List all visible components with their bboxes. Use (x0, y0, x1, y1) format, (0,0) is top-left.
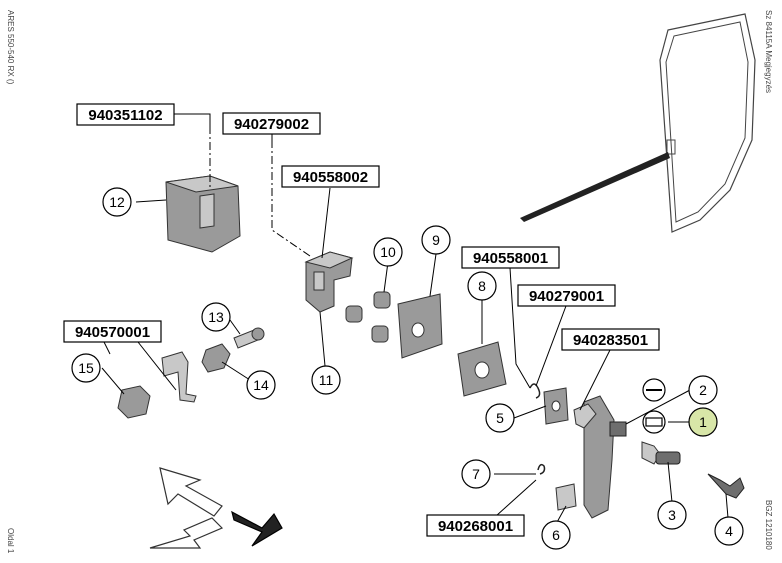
part-6-clip (537, 463, 577, 511)
part-14-nut (201, 343, 231, 373)
callout-label: 8 (478, 278, 486, 294)
part-16-clip (161, 351, 197, 403)
margin-right-bottom: BGZ 1210180 (764, 500, 773, 550)
part-10-spacers (345, 291, 391, 343)
callout-label: 13 (208, 309, 224, 325)
callout-label: 5 (496, 410, 504, 426)
part-number-label: 940558001 (473, 250, 548, 267)
part-handle-assembly (573, 395, 627, 519)
part-number-label: 940558002 (293, 169, 368, 186)
callout-6: 6 (541, 520, 571, 550)
callout-7: 7 (461, 459, 491, 489)
part-number-940558001: 940558001 (461, 246, 560, 269)
part-12-cover (165, 175, 241, 253)
callout-label: 11 (319, 372, 334, 388)
callout-13: 13 (201, 302, 231, 332)
part-4-key (707, 473, 745, 499)
callout-label: 12 (109, 194, 125, 210)
part-number-label: 940279001 (529, 288, 604, 305)
part-number-label: 940283501 (573, 332, 648, 349)
part-9-plate (397, 293, 443, 359)
part-number-940351102: 940351102 (76, 103, 175, 126)
callout-label: 3 (668, 507, 676, 523)
callout-label: 4 (725, 523, 733, 539)
leader-lines (101, 113, 729, 525)
callout-4: 4 (714, 516, 744, 546)
part-number-940558002: 940558002 (281, 165, 380, 188)
part-number-940570001: 940570001 (63, 320, 162, 343)
callout-label: 15 (78, 360, 94, 376)
part-number-940283501: 940283501 (561, 328, 660, 351)
margin-right-top: Sz 84115A Megjegyzés (764, 10, 773, 93)
margin-left-top: ARES 550-540 RX () (6, 10, 15, 85)
part-number-940268001: 940268001 (426, 514, 525, 537)
callout-label: 1 (699, 414, 707, 430)
part-number-label: 940351102 (88, 107, 162, 124)
part-13-screw (233, 327, 265, 349)
callout-14: 14 (246, 370, 276, 400)
callout-2: 2 (688, 375, 718, 405)
direction-arrows (149, 467, 283, 549)
part-3-lock-cylinder (641, 441, 681, 465)
callout-label: 10 (380, 244, 396, 260)
callout-label: 6 (552, 527, 560, 543)
margin-left-bottom: Oldal 1 (6, 528, 15, 554)
part-number-940279002: 940279002 (222, 112, 321, 135)
callout-15: 15 (71, 353, 101, 383)
callout-label: 14 (253, 377, 269, 393)
callout-8: 8 (467, 271, 497, 301)
callout-label: 7 (472, 466, 480, 482)
callout-5: 5 (485, 403, 515, 433)
part-number-label: 940279002 (234, 116, 309, 133)
callout-9: 9 (421, 225, 451, 255)
callout-label: 2 (699, 382, 707, 398)
callout-10: 10 (373, 237, 403, 267)
callout-1: 1 (688, 407, 718, 437)
door-outline-drawing (520, 13, 756, 233)
callout-3: 3 (657, 500, 687, 530)
part-11-bracket (304, 251, 354, 313)
part-8-gasket (457, 341, 507, 397)
callout-11: 11 (311, 365, 341, 395)
part-5-block (529, 383, 569, 425)
callout-label: 9 (432, 232, 440, 248)
lock-symbols (642, 378, 666, 434)
part-number-940279001: 940279001 (517, 284, 616, 307)
part-number-label: 940570001 (75, 324, 150, 341)
part-15-nut (117, 385, 151, 419)
part-number-label: 940268001 (438, 518, 513, 535)
callout-12: 12 (102, 187, 132, 217)
